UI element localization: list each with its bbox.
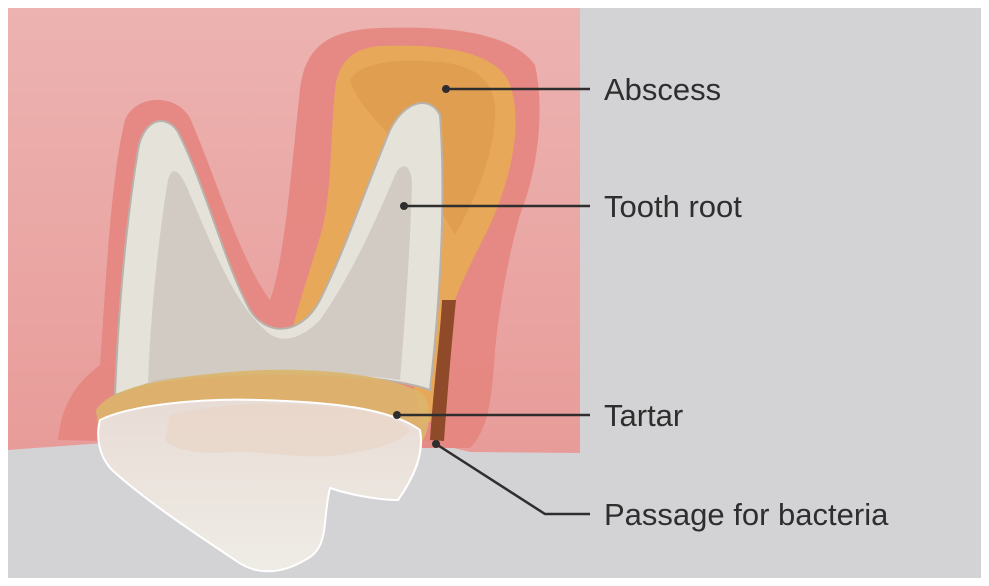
tartar-label: Tartar [604, 400, 683, 431]
abscess-label: Abscess [604, 74, 721, 105]
tooth-root-label: Tooth root [604, 191, 742, 222]
passage-label: Passage for bacteria [604, 499, 888, 530]
